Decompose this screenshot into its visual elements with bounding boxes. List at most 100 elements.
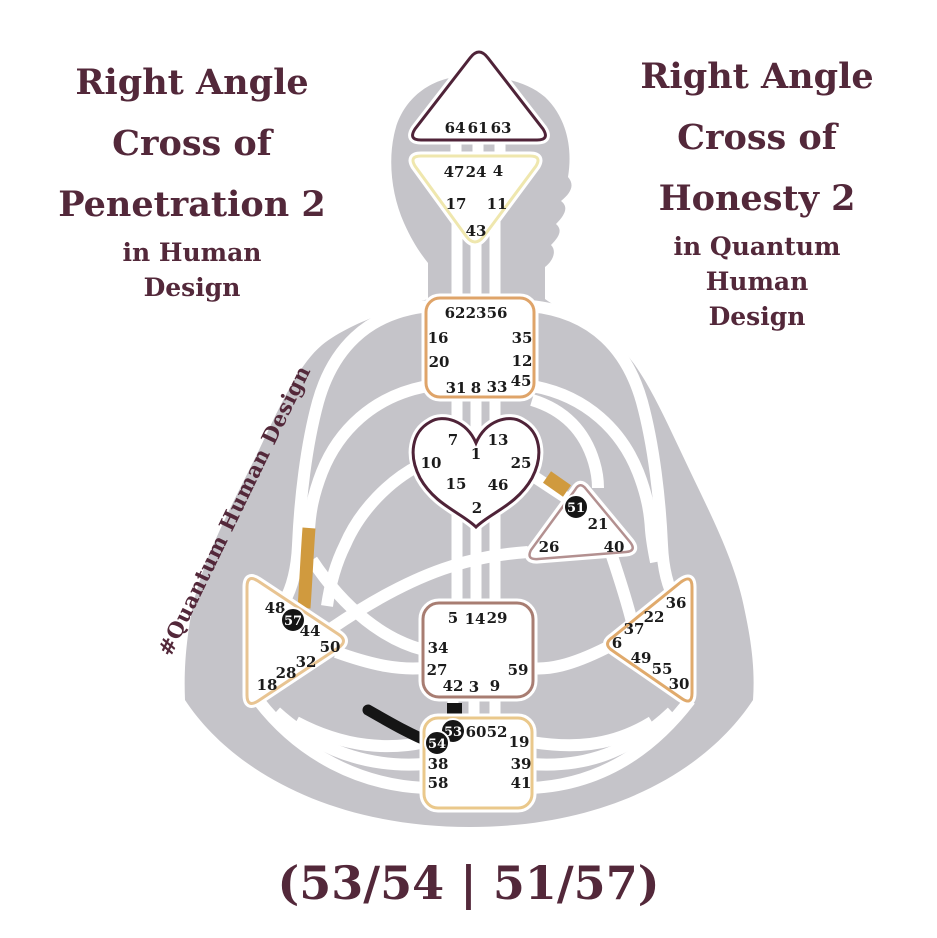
gate-57-gold-activation (297, 527, 316, 609)
left-title-line-3: Penetration 2 (58, 184, 326, 225)
gate-38: 38 (428, 755, 449, 773)
gate-21: 21 (588, 515, 609, 533)
gate-44: 44 (300, 622, 321, 640)
centers (242, 47, 697, 813)
gate-62: 62 (445, 304, 466, 322)
gate-55: 55 (652, 660, 673, 678)
channel-18-58 (253, 696, 426, 794)
gate-7: 7 (448, 431, 458, 449)
gate-43: 43 (466, 222, 487, 240)
left-title-line-2: Cross of (112, 123, 272, 164)
gate-46: 46 (488, 476, 509, 494)
channel-35-36 (529, 300, 682, 605)
channel-50-27 (333, 646, 425, 675)
right-title-line-1: Right Angle (640, 56, 874, 97)
right-title-line-3: Honesty 2 (658, 178, 856, 219)
g-center (411, 417, 541, 530)
channel-44-26 (328, 546, 529, 633)
gate-25: 25 (511, 454, 532, 472)
gate-numbers: 64 61 63 47 24 4 17 11 43 62 23 56 16 35… (257, 119, 690, 792)
gate-34: 34 (428, 639, 449, 657)
gate-26: 26 (539, 538, 560, 556)
gate-60: 60 (466, 723, 487, 741)
gate-24: 24 (466, 163, 487, 181)
gate-31: 31 (446, 379, 467, 397)
gate-61: 61 (468, 119, 489, 137)
gate-54-highlight-circle (424, 730, 450, 756)
right-subtitle-line-3: Design (708, 302, 806, 331)
gate-64: 64 (445, 119, 466, 137)
gate-39: 39 (511, 755, 532, 773)
channel-32-54 (293, 716, 427, 753)
ego-center (528, 484, 634, 561)
gate-63: 63 (491, 119, 512, 137)
gate-41: 41 (511, 774, 532, 792)
gate-9: 9 (490, 677, 500, 695)
right-subtitle-line-2: Human (705, 267, 809, 296)
gate-14: 14 (465, 610, 486, 628)
channel-34-57-arc (306, 556, 426, 656)
gate-42: 42 (443, 677, 464, 695)
gate-58: 58 (428, 774, 449, 792)
solar-plexus-center (606, 577, 694, 703)
gate-53: 53 (444, 725, 462, 740)
head-center (411, 50, 547, 142)
channel-55-39 (530, 707, 677, 771)
gate-37: 37 (624, 620, 645, 638)
gate-49: 49 (631, 649, 652, 667)
channel-28-38 (271, 707, 426, 771)
right-title-line-2: Cross of (677, 117, 837, 158)
gate-47: 47 (444, 163, 465, 181)
gate-51-highlight-circle (563, 494, 589, 520)
gate-28: 28 (276, 664, 297, 682)
gate-17: 17 (446, 195, 467, 213)
gate-51: 51 (567, 501, 585, 516)
gate-52: 52 (487, 723, 508, 741)
gate-57-highlight-circle (280, 607, 306, 633)
left-subtitle-line-2: Design (143, 273, 241, 302)
channel-40-37 (606, 554, 638, 624)
gate-29: 29 (487, 609, 508, 627)
gate-35: 35 (512, 329, 533, 347)
gate-18: 18 (257, 676, 278, 694)
gate-10: 10 (421, 454, 442, 472)
gate-51-gold-activation (542, 471, 572, 497)
channel-49-19 (530, 716, 656, 752)
highlighted-gates: 51 57 53 54 (280, 494, 589, 756)
gate-16: 16 (428, 329, 449, 347)
gate-32: 32 (296, 653, 317, 671)
gate-11: 11 (487, 195, 508, 213)
channel-20-57 (303, 380, 430, 531)
spleen-center (245, 577, 345, 705)
gate-6: 6 (612, 634, 622, 652)
gate-50: 50 (320, 638, 341, 656)
channel-16-48 (278, 300, 431, 605)
gate-13: 13 (488, 431, 509, 449)
gate-19: 19 (509, 733, 530, 751)
channel-30-41 (530, 696, 695, 794)
gate-15: 15 (446, 475, 467, 493)
gate-2: 2 (472, 499, 482, 517)
gate-20: 20 (429, 353, 450, 371)
gate-59: 59 (508, 661, 529, 679)
gate-56: 56 (487, 304, 508, 322)
channel-12-22 (530, 380, 662, 564)
left-title-block: Right Angle Cross of Penetration 2 in Hu… (18, 52, 366, 305)
gate-4: 4 (493, 162, 503, 180)
gate-45: 45 (511, 372, 532, 390)
right-subtitle-line-1: in Quantum (673, 232, 841, 261)
gate-8: 8 (471, 379, 481, 397)
ajna-center (411, 154, 540, 244)
gate-36: 36 (666, 594, 687, 612)
gate-57: 57 (284, 614, 302, 629)
gate-54: 54 (428, 737, 446, 752)
gate-30: 30 (669, 675, 690, 693)
left-subtitle-line-1: in Human (122, 238, 262, 267)
right-title-block: Right Angle Cross of Honesty 2 in Quantu… (592, 46, 922, 334)
gate-48: 48 (265, 599, 286, 617)
cross-notation: (53/54 | 51/57) (277, 856, 660, 910)
gate-40: 40 (604, 538, 625, 556)
gate-12: 12 (512, 352, 533, 370)
